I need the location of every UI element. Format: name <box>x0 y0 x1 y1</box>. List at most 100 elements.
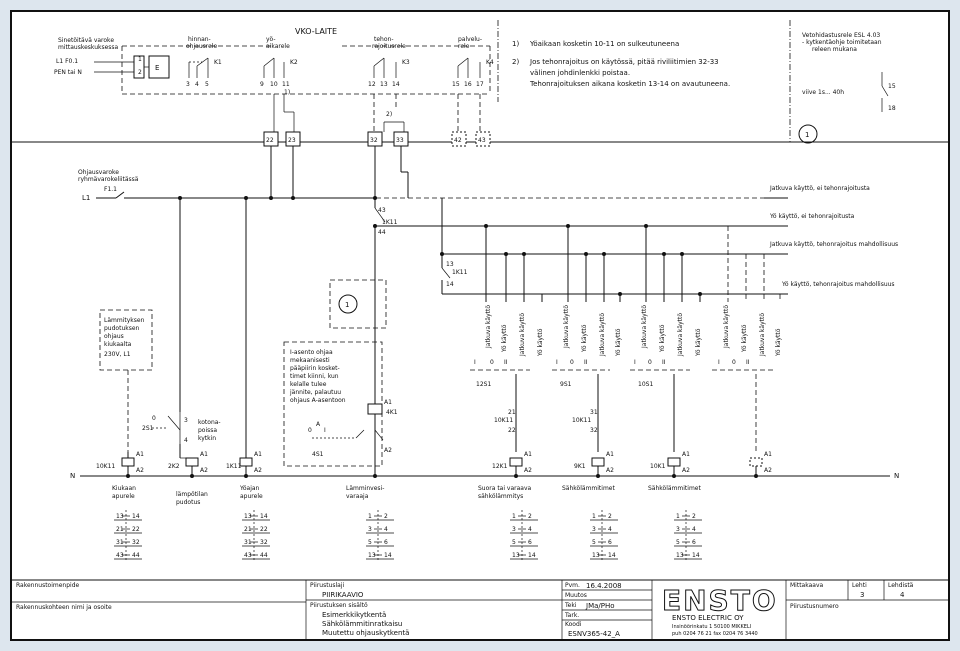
svg-text:II: II <box>746 359 750 366</box>
svg-text:15: 15 <box>452 81 460 88</box>
svg-text:Esimerkkikytkentä: Esimerkkikytkentä <box>322 611 386 619</box>
svg-text:3: 3 <box>186 81 190 88</box>
svg-text:Piirustusnumero: Piirustusnumero <box>790 603 839 610</box>
svg-text:Jatkuva käyttö: Jatkuva käyttö <box>641 305 648 349</box>
svg-text:K3: K3 <box>402 59 410 66</box>
svg-text:9S1: 9S1 <box>560 381 572 388</box>
contact-number: 13 <box>244 513 252 520</box>
coil-10k11: A1 A2 10K11 <box>96 451 144 474</box>
svg-text:2K2: 2K2 <box>168 463 180 470</box>
svg-text:230V, L1: 230V, L1 <box>104 351 131 358</box>
contact-number: 2 <box>692 513 696 520</box>
e-box-label: E <box>155 64 159 72</box>
relay-power-label-1: tehon- <box>374 36 394 43</box>
contact-number: 32 <box>132 539 140 546</box>
svg-text:Yö käyttö: Yö käyttö <box>775 328 782 357</box>
svg-text:Yö käyttö: Yö käyttö <box>537 328 544 357</box>
marker-circle-1 <box>798 124 818 144</box>
svg-text:Yö käyttö: Yö käyttö <box>741 324 748 353</box>
svg-text:Jatkuva käyttö: Jatkuva käyttö <box>599 313 606 357</box>
svg-text:Koodi: Koodi <box>565 621 582 628</box>
relay-k2: K2 9 10 11 1) <box>260 57 298 96</box>
svg-text:II: II <box>504 359 508 366</box>
ensto-logo: ENSTO <box>662 584 778 617</box>
svg-text:12K1: 12K1 <box>492 463 508 470</box>
svg-text:2: 2 <box>138 69 142 76</box>
svg-text:Tark.: Tark. <box>564 612 579 619</box>
svg-text:Lämmityksen: Lämmityksen <box>104 317 145 324</box>
note-2-line-2: välinen johdinlenkki poistaa. <box>530 69 630 77</box>
svg-text:16.4.2008: 16.4.2008 <box>586 582 622 590</box>
l1-control: L1 <box>82 194 90 202</box>
contact-number: 13 <box>592 552 600 559</box>
svg-text:14: 14 <box>392 81 400 88</box>
svg-text:Teki: Teki <box>564 602 577 609</box>
svg-text:K1: K1 <box>214 59 222 66</box>
svg-text:Lehdistä: Lehdistä <box>888 582 914 589</box>
contact-number: 4 <box>528 526 532 533</box>
svg-text:K2: K2 <box>290 59 298 66</box>
contact-1k11-a: 1K11 <box>382 219 398 226</box>
relay-k1: K1 3 4 5 <box>186 57 222 88</box>
meter-label-2: mittauskeskuksessa <box>58 44 119 51</box>
contact-number: 13 <box>116 513 124 520</box>
svg-text:Jatkuva käyttö: Jatkuva käyttö <box>759 313 766 357</box>
svg-text:13: 13 <box>380 81 388 88</box>
marker-circle-mid <box>338 294 358 314</box>
note-2-number: 2) <box>512 58 519 66</box>
svg-text:10K11: 10K11 <box>494 417 513 424</box>
contact-number: 6 <box>608 539 612 546</box>
selector-9s1: Jatkuva käyttö Yö käyttö Jatkuva käyttö … <box>552 224 622 452</box>
terminal-32: 32 <box>367 131 383 147</box>
svg-text:A1: A1 <box>682 451 690 458</box>
svg-text:A1: A1 <box>136 451 144 458</box>
contact-number: 5 <box>368 539 372 546</box>
svg-text:5: 5 <box>205 81 209 88</box>
contact-44: 44 <box>378 229 386 236</box>
contact-number: 14 <box>608 552 616 559</box>
contact-number: 3 <box>676 526 680 533</box>
line-continuous-no-limit: Jatkuva käyttö, ei tehonrajoitusta <box>769 185 870 192</box>
delay-relay-line-3: releen mukana <box>812 46 857 53</box>
coil-label-water-1: Lämminvesi- <box>346 485 384 492</box>
heating-drop-box <box>99 309 153 371</box>
selector-12s1: Jatkuva käyttö Yö käyttö Jatkuva käyttö … <box>470 224 544 452</box>
svg-text:I: I <box>474 359 476 366</box>
svg-text:Yö käyttö: Yö käyttö <box>501 324 508 353</box>
coil-9k1: A1 A2 9K1 <box>574 451 614 474</box>
terminal-23: 23 <box>285 131 301 147</box>
note-1-number: 1) <box>512 40 519 48</box>
svg-text:A: A <box>316 421 321 428</box>
water-heater-selector: 0 A I 4S1 <box>308 421 365 458</box>
svg-text:10K11: 10K11 <box>96 463 115 470</box>
contact-number: 5 <box>676 539 680 546</box>
contact-number: 4 <box>692 526 696 533</box>
coil-label-night-1: Yöajan <box>239 485 260 492</box>
coil-label-heaters-9: Sähkölämmitimet <box>562 485 615 492</box>
wiring-diagram: Sinetöitävä varoke mittauskeskuksessa L1… <box>12 20 948 639</box>
contact-13: 13 <box>446 261 454 268</box>
svg-text:I: I <box>634 359 636 366</box>
svg-text:A2: A2 <box>606 467 614 474</box>
title-block: Rakennustoimenpide Rakennuskohteen nimi … <box>12 579 948 639</box>
terminal-43: 43 <box>475 131 491 147</box>
line-continuous-limit: Jatkuva käyttö, tehonrajoitus mahdollisu… <box>769 241 898 248</box>
contact-1k11-b: 1K11 <box>452 269 468 276</box>
svg-text:A2: A2 <box>384 447 392 454</box>
svg-text:A1: A1 <box>200 451 208 458</box>
contact-number: 1 <box>368 513 372 520</box>
meter-label-1: Sinetöitävä varoke <box>58 37 114 44</box>
svg-text:A1: A1 <box>254 451 262 458</box>
delay-contact: 15 18 <box>881 72 896 112</box>
svg-text:Yö käyttö: Yö käyttö <box>659 324 666 353</box>
contact-number: 2 <box>608 513 612 520</box>
svg-text:A1: A1 <box>606 451 614 458</box>
svg-text:16: 16 <box>464 81 472 88</box>
svg-text:43: 43 <box>478 137 486 144</box>
relay-power-label-2: rajoitusrele <box>372 43 406 50</box>
svg-text:I: I <box>718 359 720 366</box>
contact-number: 3 <box>368 526 372 533</box>
